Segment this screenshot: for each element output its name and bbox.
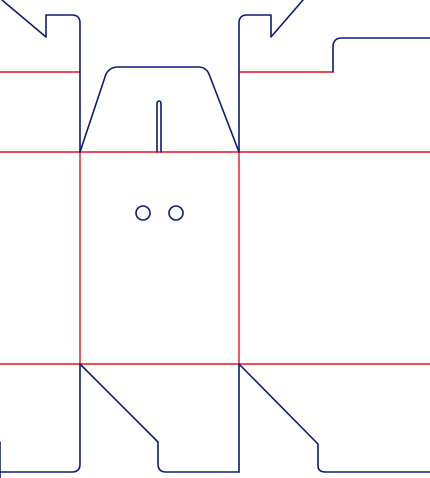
cut-bottom-left-flap (79, 363, 240, 473)
finger-hole-left (135, 205, 151, 221)
cut-top-right-flap (238, 0, 304, 153)
cut-handle-flap (79, 66, 240, 153)
finger-hole-right (168, 205, 184, 221)
fold-lines (0, 71, 430, 365)
cut-bottom-right-flap (238, 363, 430, 473)
cut-tuck-tab (332, 37, 430, 73)
cut-top-left-flap (1, 0, 81, 153)
cut-left-edge-bottom (0, 363, 81, 473)
cut-handle-slot (156, 100, 162, 153)
finger-holes (135, 205, 184, 221)
